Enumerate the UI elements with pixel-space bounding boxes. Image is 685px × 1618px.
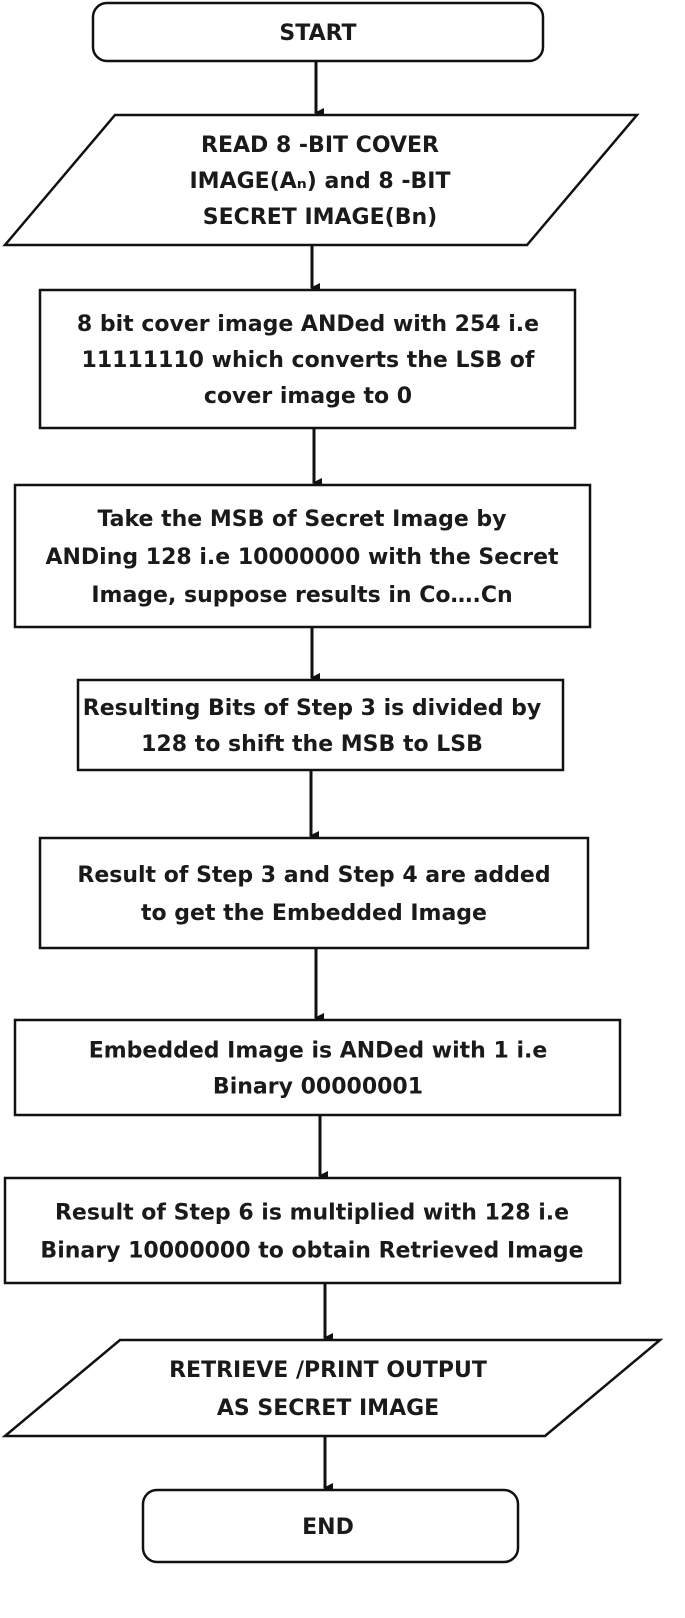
node-step-5: Embedded Image is ANDed with 1 i.eBinary… xyxy=(13,1018,622,1117)
node-end: END xyxy=(141,1488,520,1564)
step-2-label-line: Image, suppose results in Co….Cn xyxy=(91,583,512,608)
read-input-label-line: READ 8 -BIT COVER xyxy=(201,133,439,158)
node-start: START xyxy=(91,1,545,63)
step-3-label-line: Resulting Bits of Step 3 is divided by xyxy=(83,696,542,721)
step-1-label-line: 8 bit cover image ANDed with 254 i.e xyxy=(77,312,539,337)
node-step-6: Result of Step 6 is multiplied with 128 … xyxy=(3,1176,622,1285)
output-parallelogram xyxy=(1,1338,664,1438)
step-2-label-line: ANDing 128 i.e 10000000 with the Secret xyxy=(45,545,559,570)
node-step-1: 8 bit cover image ANDed with 254 i.e 1111… xyxy=(38,288,577,430)
step-3-label-line: 128 to shift the MSB to LSB xyxy=(141,732,483,757)
step-6-process-box xyxy=(3,1176,622,1285)
step-1-process-box xyxy=(38,288,577,430)
output-label-line: RETRIEVE /PRINT OUTPUT xyxy=(169,1358,487,1383)
output-label-line: AS SECRET IMAGE xyxy=(217,1396,439,1421)
start-label-line: START xyxy=(279,21,356,46)
step-6-label-line: Binary 10000000 to obtain Retrieved Imag… xyxy=(40,1239,583,1264)
node-step-3: Resulting Bits of Step 3 is divided by 12… xyxy=(76,678,565,772)
node-read-input: READ 8 -BIT COVER IMAGE(Aₙ) and 8 -BIT SEC… xyxy=(2,113,640,247)
read-input-label-line: IMAGE(Aₙ) and 8 -BIT xyxy=(190,169,451,194)
step-2-label-line: Take the MSB of Secret Image by xyxy=(97,507,506,532)
read-input-parallelogram xyxy=(2,113,640,247)
node-step-4: Result of Step 3 and Step 4 are added to … xyxy=(38,836,590,950)
step-1-label-line: 11111110 which converts the LSB of xyxy=(82,348,535,373)
step-5-label-line: Embedded Image is ANDed with 1 i.e xyxy=(89,1039,548,1064)
start-terminator xyxy=(91,1,545,63)
step-5-process-box xyxy=(13,1018,622,1117)
step-5-label-line: Binary 00000001 xyxy=(213,1075,423,1100)
step-1-label-line: cover image to 0 xyxy=(204,384,412,409)
read-input-label-line: SECRET IMAGE(Bn) xyxy=(203,205,437,230)
step-4-process-box xyxy=(38,836,590,950)
step-4-label-line: to get the Embedded Image xyxy=(141,901,487,926)
end-label-line: END xyxy=(302,1515,354,1540)
end-terminator xyxy=(141,1488,520,1564)
flowchart-edges xyxy=(309,61,333,1493)
step-2-process-box xyxy=(13,483,592,629)
flowchart-nodes: START READ 8 -BIT COVER IMAGE(Aₙ) and 8 -B… xyxy=(1,1,664,1564)
node-output: RETRIEVE /PRINT OUTPUT AS SECRET IMAGE xyxy=(1,1338,664,1438)
step-6-label-line: Result of Step 6 is multiplied with 128 … xyxy=(55,1201,569,1226)
step-3-process-box xyxy=(76,678,565,772)
step-4-label-line: Result of Step 3 and Step 4 are added xyxy=(77,863,550,888)
node-step-2: Take the MSB of Secret Image by ANDing 12… xyxy=(13,483,592,629)
